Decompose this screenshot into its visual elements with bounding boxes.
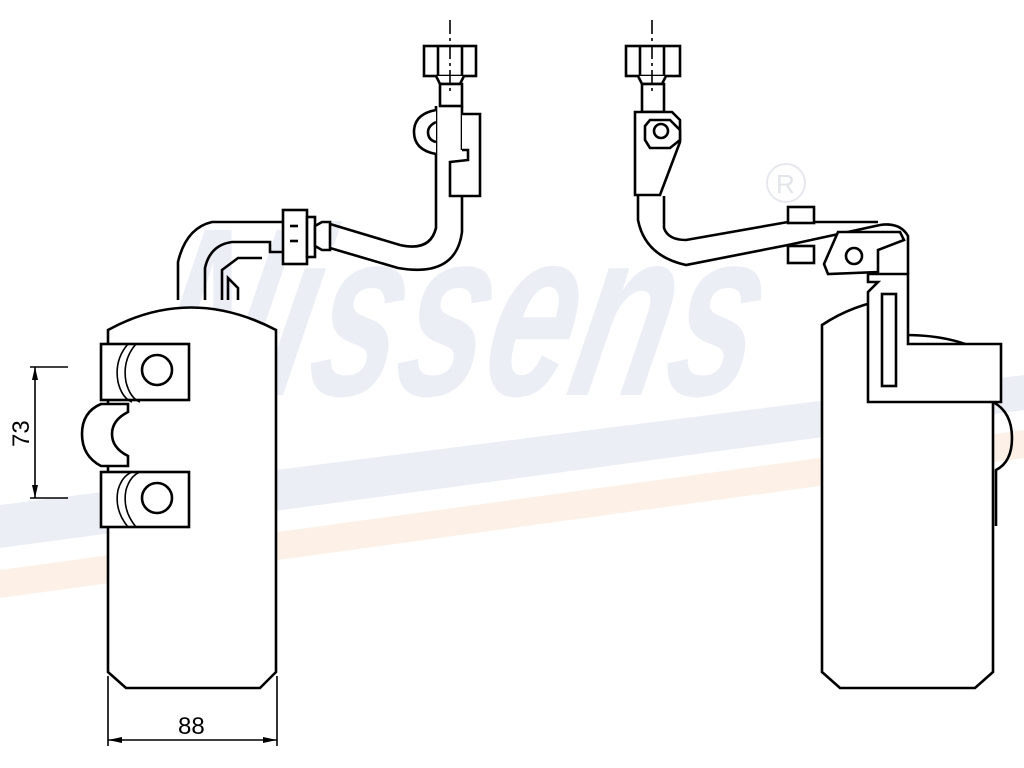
right-clamp-edge (992, 400, 1014, 526)
right-nut-stem (640, 82, 666, 114)
right-pipe-clip-top (786, 205, 816, 225)
left-nut-flare (313, 220, 332, 252)
clamp-upper-bolt-icon (140, 353, 174, 387)
right-view (624, 20, 1014, 690)
right-pipe-outer (636, 196, 910, 274)
left-nut-stem (438, 82, 464, 108)
left-bracket-ear (412, 108, 437, 156)
right-pipe-clip-bottom (786, 244, 816, 265)
right-bracket-block (866, 272, 1003, 404)
dim-label-88: 88 (178, 713, 205, 740)
left-pipe-fitting (220, 256, 262, 300)
left-tube-lower (329, 196, 464, 272)
dim-label-73: 73 (8, 420, 35, 447)
left-canister-body (106, 306, 278, 690)
left-view: 73 88 (8, 20, 482, 746)
right-bracket-slot (880, 292, 898, 388)
dim-arrow-icon (32, 485, 38, 498)
left-pipe-outer (176, 220, 283, 300)
clamp-band (80, 402, 130, 468)
left-union-nut (281, 208, 309, 266)
registered-mark-letter: R (776, 169, 795, 199)
dimension-88: 88 (107, 676, 278, 746)
dim-arrow-icon (263, 737, 277, 743)
clamp-lower-block (99, 470, 191, 529)
dim-arrow-icon (32, 367, 38, 380)
clamp-upper-block (99, 342, 191, 402)
right-hex-bolt-icon (652, 122, 670, 140)
right-angled-bracket (822, 230, 906, 276)
clamp-band-curve (124, 343, 141, 403)
left-bracket-plate (448, 112, 482, 198)
left-mounting-clamp (80, 342, 191, 529)
right-bracket-bolt-icon (844, 246, 864, 266)
left-pipe-inner (203, 240, 283, 300)
dim-arrow-icon (108, 737, 122, 743)
right-pipe-inner (662, 196, 878, 242)
right-top-hex-nut (624, 44, 682, 78)
left-tube-upper (329, 106, 438, 248)
registered-mark-icon (766, 163, 806, 203)
clamp-band-curve (116, 343, 133, 403)
clamp-band-curve (116, 471, 133, 528)
left-bracket-bolt (426, 120, 437, 144)
clamp-band-curve (124, 471, 141, 528)
left-pipe-step (226, 274, 240, 300)
dimension-73: 73 (8, 366, 68, 499)
clamp-lower-bolt-icon (140, 481, 174, 515)
